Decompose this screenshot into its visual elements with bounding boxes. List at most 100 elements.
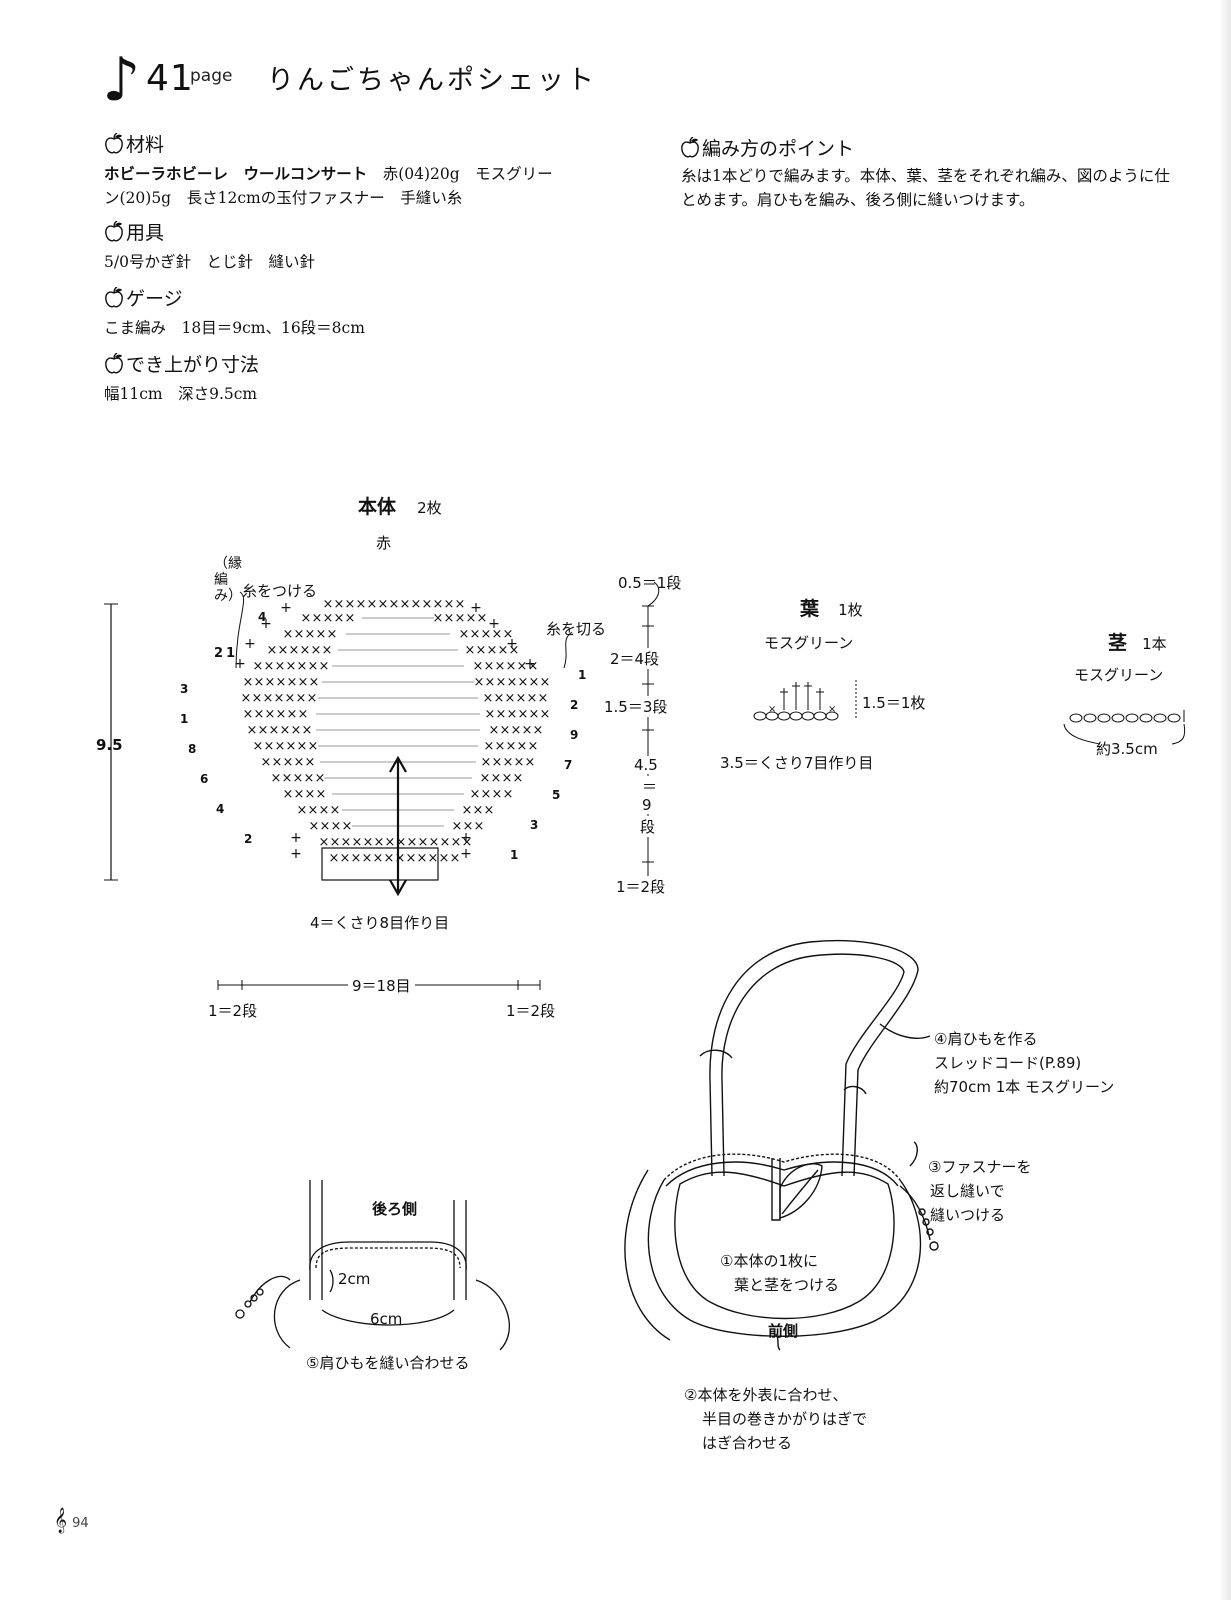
stitch-symbol: × xyxy=(540,675,551,690)
stitch-symbol: × xyxy=(444,611,455,626)
stitch-symbol: × xyxy=(433,597,444,612)
front-step3a: ③ファスナーを xyxy=(928,1158,1032,1176)
stitch-symbol: × xyxy=(480,771,491,786)
leaf-color: モスグリーン xyxy=(764,634,854,652)
side-right-label: 1＝2段 xyxy=(506,1002,556,1020)
row-label-left: 4 xyxy=(216,802,225,816)
stitch-symbol: × xyxy=(406,851,417,866)
tools-heading: 用具 xyxy=(104,218,164,245)
stitch-symbol: × xyxy=(280,723,291,738)
materials-heading-text: 材料 xyxy=(126,134,165,156)
stitch-symbol: × xyxy=(533,723,544,738)
stitch-symbol: × xyxy=(462,835,473,850)
page-number: 94 xyxy=(72,1516,89,1531)
stitch-symbol: × xyxy=(484,659,495,674)
stitch-symbol: × xyxy=(296,691,307,706)
stitch-symbol: × xyxy=(502,771,513,786)
stitch-symbol: × xyxy=(538,691,549,706)
stitch-symbol: × xyxy=(529,707,540,722)
page-footer: 𝄞 94 xyxy=(54,1508,89,1533)
leaf-title: 葉 1枚 xyxy=(800,594,863,621)
stitch-symbol: × xyxy=(320,819,331,834)
stitch-symbol: × xyxy=(481,627,492,642)
stitch-symbol: × xyxy=(477,611,488,626)
stitch-symbol: × xyxy=(267,643,278,658)
stitch-symbol: × xyxy=(492,755,503,770)
stitch-symbol: × xyxy=(450,851,461,866)
stitch-symbol: × xyxy=(484,739,495,754)
points-heading-text: 編み方のポイント xyxy=(702,138,855,160)
row-label-right: 1 xyxy=(578,668,587,682)
music-note-icon: ♪ xyxy=(102,45,141,115)
stitch-symbol: × xyxy=(400,597,411,612)
leaf-foundation-label: 3.5＝くさり7目作り目 xyxy=(720,754,874,772)
svg-text:×: × xyxy=(768,704,776,715)
edge-stitch-symbol: + xyxy=(260,616,272,632)
stitch-symbol: × xyxy=(309,675,320,690)
attach-yarn-label: 糸をつける xyxy=(242,582,318,600)
stitch-symbol: × xyxy=(287,707,298,722)
stitch-symbol: × xyxy=(327,627,338,642)
stitch-symbol: × xyxy=(476,643,487,658)
stitch-symbol: × xyxy=(452,819,463,834)
stitch-symbol: × xyxy=(330,803,341,818)
stitch-symbol: × xyxy=(500,723,511,738)
stitch-symbol: × xyxy=(483,691,494,706)
stitch-symbol: × xyxy=(356,597,367,612)
stitch-symbol: × xyxy=(294,787,305,802)
stem-chart xyxy=(1063,710,1186,745)
stitch-symbol: × xyxy=(322,643,333,658)
tools-heading-text: 用具 xyxy=(126,222,165,244)
dim-4b-label: ＝ xyxy=(642,776,658,797)
stitch-symbol: × xyxy=(275,659,286,674)
front-step2c: はぎ合わせる xyxy=(702,1434,793,1452)
stitch-symbol: × xyxy=(407,835,418,850)
stitch-symbol: × xyxy=(247,723,258,738)
body-height-label: 9.5 xyxy=(96,736,123,754)
stitch-symbol: × xyxy=(418,835,429,850)
stitch-symbol: × xyxy=(263,691,274,706)
stitch-symbol: × xyxy=(243,675,254,690)
stitch-symbol: × xyxy=(282,771,293,786)
front-step2b: 半目の巻きかがりはぎで xyxy=(702,1410,868,1428)
stitch-symbol: × xyxy=(513,771,524,786)
stitch-symbol: × xyxy=(319,803,330,818)
size-heading: でき上がり寸法 xyxy=(104,350,259,377)
stitch-symbol: × xyxy=(465,643,476,658)
stitch-symbol: × xyxy=(293,771,304,786)
stitch-symbol: × xyxy=(540,707,551,722)
stitch-symbol: × xyxy=(329,851,340,866)
back-view-illustration xyxy=(235,1180,510,1351)
row-label-left: 4 xyxy=(258,610,267,624)
leaf-count: 1枚 xyxy=(838,601,863,619)
stitch-symbol: × xyxy=(275,739,286,754)
stitch-symbol: × xyxy=(525,755,536,770)
stitch-symbol: × xyxy=(297,803,308,818)
stitch-symbol: × xyxy=(473,659,484,674)
stitch-symbol: × xyxy=(505,691,516,706)
stitch-symbol: × xyxy=(352,835,363,850)
stitch-symbol: × xyxy=(253,739,264,754)
stitch-symbol: × xyxy=(422,597,433,612)
stitch-symbol: × xyxy=(470,627,481,642)
stitch-symbol: × xyxy=(261,755,272,770)
stem-title-text: 茎 xyxy=(1108,632,1128,654)
stitch-symbol: × xyxy=(351,851,362,866)
stitch-symbol: × xyxy=(506,659,517,674)
stitch-symbol: × xyxy=(428,851,439,866)
dim-2-label: 2＝4段 xyxy=(610,648,660,669)
stitch-symbol: × xyxy=(278,643,289,658)
back-title: 後ろ側 xyxy=(372,1200,418,1218)
stitch-symbol: × xyxy=(252,691,263,706)
stitch-symbol: × xyxy=(514,755,525,770)
row-label-right: 1 xyxy=(510,848,519,862)
stitch-symbol: × xyxy=(367,597,378,612)
edge-stitch-symbol: + xyxy=(506,636,518,652)
front-view-illustration xyxy=(624,939,939,1351)
stitch-symbol: × xyxy=(528,739,539,754)
gauge-heading-text: ゲージ xyxy=(126,288,183,310)
foundation-label: 4＝くさり8目作り目 xyxy=(310,914,450,932)
stitch-symbol: × xyxy=(517,659,528,674)
edge-stitch-symbol: + xyxy=(290,830,302,846)
points-heading: 編み方のポイント xyxy=(680,134,854,161)
